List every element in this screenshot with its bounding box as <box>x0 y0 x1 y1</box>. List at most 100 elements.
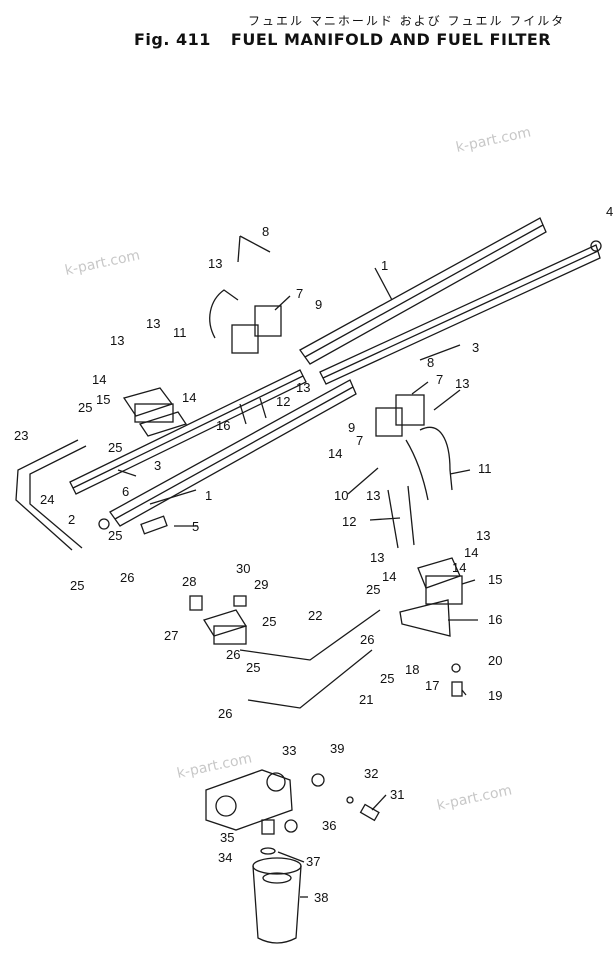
callout-19: 19 <box>488 688 502 703</box>
callout-14-b: 14 <box>182 390 196 405</box>
callout-38: 38 <box>314 890 328 905</box>
callout-13-g: 13 <box>476 528 490 543</box>
manifold-block-right-2 <box>375 407 403 437</box>
callout-33: 33 <box>282 743 296 758</box>
callout-12-b: 12 <box>342 514 356 529</box>
callout-26-d: 26 <box>360 632 374 647</box>
callout-27: 27 <box>164 628 178 643</box>
callout-9-b: 9 <box>348 420 355 435</box>
callout-13-b: 13 <box>146 316 160 331</box>
callout-16-b: 16 <box>488 612 502 627</box>
callout-14-c: 14 <box>328 446 342 461</box>
fitting-36 <box>284 819 298 833</box>
rail-upper <box>299 217 547 365</box>
callout-2: 2 <box>68 512 75 527</box>
callout-17: 17 <box>425 678 439 693</box>
callout-12: 12 <box>276 394 290 409</box>
callout-8-b: 8 <box>427 355 434 370</box>
callout-14-f: 14 <box>382 569 396 584</box>
block-27 <box>203 609 247 637</box>
callout-25-c: 25 <box>108 528 122 543</box>
callout-14-d: 14 <box>464 545 478 560</box>
nut-2 <box>98 518 110 530</box>
callout-labels: 1 1 2 3 3 4 5 6 7 7 7 8 8 9 9 10 11 11 1… <box>14 204 613 905</box>
nut-4 <box>590 240 602 252</box>
bolt-31 <box>359 803 380 822</box>
callout-36: 36 <box>322 818 336 833</box>
callout-11-b: 11 <box>478 461 492 476</box>
figure-number: Fig. 411 <box>134 30 211 49</box>
callout-30: 30 <box>236 561 250 576</box>
bracket-16-left <box>138 411 188 437</box>
callout-24: 24 <box>40 492 54 507</box>
callout-25-b: 25 <box>108 440 122 455</box>
callout-25-h: 25 <box>380 671 394 686</box>
manifold-block-upper <box>254 305 282 337</box>
callout-14-e: 14 <box>452 560 466 575</box>
hose-11-upper <box>209 289 239 339</box>
rail-3-lower <box>69 369 307 495</box>
manifold-block-upper-2 <box>231 324 259 354</box>
callout-13-d: 13 <box>296 380 310 395</box>
callout-5: 5 <box>192 519 199 534</box>
callout-23: 23 <box>14 428 28 443</box>
callout-13-h: 13 <box>370 550 384 565</box>
bolt-19 <box>451 681 463 697</box>
callout-1: 1 <box>381 258 388 273</box>
callout-34: 34 <box>218 850 232 865</box>
callout-25-e: 25 <box>262 614 276 629</box>
callout-25-d: 25 <box>70 578 84 593</box>
callout-37: 37 <box>306 854 320 869</box>
callout-39: 39 <box>330 741 344 756</box>
fuel-line-21 <box>247 649 373 709</box>
callout-13-c: 13 <box>110 333 124 348</box>
washer-32 <box>346 796 354 804</box>
subtitle-japanese: フュエル マニホールド および フュエル フイルタ <box>248 14 566 28</box>
filter-head-33 <box>205 769 293 831</box>
callout-18: 18 <box>405 662 419 677</box>
valve-34 <box>261 819 275 835</box>
hose-11-right-b <box>405 439 429 501</box>
callout-7-b: 7 <box>436 372 443 387</box>
callout-9: 9 <box>315 297 322 312</box>
callout-20: 20 <box>488 653 502 668</box>
callout-13-f: 13 <box>366 488 380 503</box>
bracket-28 <box>189 595 203 611</box>
callout-4: 4 <box>606 204 613 219</box>
o-ring-37 <box>260 847 276 855</box>
callout-26-c: 26 <box>218 706 232 721</box>
callout-26: 26 <box>120 570 134 585</box>
callout-35: 35 <box>220 830 234 845</box>
filter-cap-38 <box>252 857 302 875</box>
callout-25: 25 <box>78 400 92 415</box>
callout-15: 15 <box>96 392 110 407</box>
callout-3-b: 3 <box>154 458 161 473</box>
watermark-1: k-part.com <box>455 124 533 156</box>
callout-31: 31 <box>390 787 404 802</box>
callout-3: 3 <box>472 340 479 355</box>
callout-21: 21 <box>359 692 373 707</box>
callout-7: 7 <box>296 286 303 301</box>
callout-6: 6 <box>122 484 129 499</box>
fuel-line-24 <box>29 445 87 549</box>
callout-15-b: 15 <box>488 572 502 587</box>
line-art <box>15 217 602 944</box>
callout-11: 11 <box>173 325 187 340</box>
watermark-2: k-part.com <box>64 247 142 279</box>
callout-26-b: 26 <box>226 647 240 662</box>
plug-39 <box>311 773 325 787</box>
filter-body-38 <box>252 865 302 944</box>
rail-lower <box>109 379 357 527</box>
callout-10: 10 <box>334 488 348 503</box>
callout-16: 16 <box>216 418 230 433</box>
callout-14: 14 <box>92 372 106 387</box>
manifold-15-left <box>122 387 174 417</box>
callout-25-g: 25 <box>366 582 380 597</box>
bolt-5 <box>140 515 168 535</box>
manifold-block-right <box>395 394 425 426</box>
callout-32: 32 <box>364 766 378 781</box>
callout-7-c: 7 <box>356 433 363 448</box>
fuel-line-23 <box>15 439 79 551</box>
